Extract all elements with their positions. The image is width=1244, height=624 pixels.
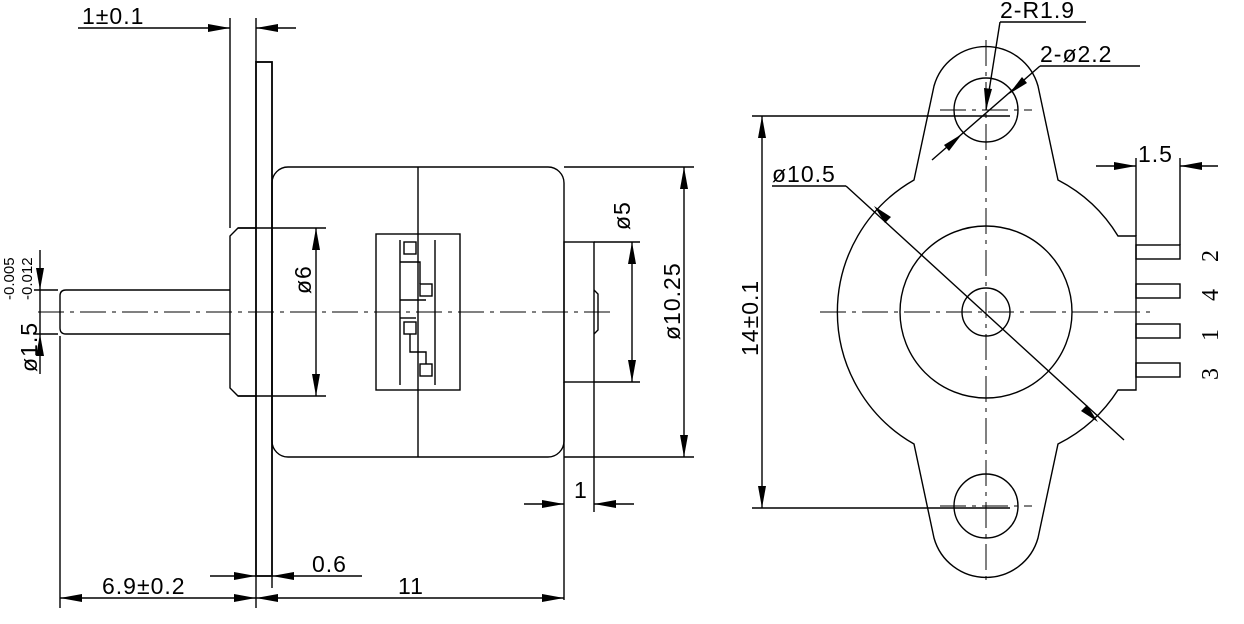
front-outline (836, 45, 1137, 579)
shaft-tol-upper-label: -0.005 (1, 257, 18, 300)
pin-label-2: 4 (1198, 289, 1224, 301)
body-length-label: 11 (398, 573, 424, 599)
front-view: 2 4 1 3 2-R1.9 2-ø2.2 ø1 (737, 0, 1224, 580)
dim-flange-thickness: 1±0.1 (78, 3, 296, 228)
shaft-diameter-label: ø1.5 (16, 322, 42, 372)
dim-body-length: 11 (256, 573, 564, 602)
rear-boss-diameter-label: ø5 (609, 201, 635, 230)
dim-shaft-length: 6.9±0.2 (59, 336, 256, 608)
pin-label-4: 3 (1198, 368, 1224, 380)
dim-rear-boss-diameter: ø5 (594, 201, 640, 383)
rear-boss-length-label: 1 (574, 477, 588, 503)
boss-diameter-label: ø6 (290, 265, 316, 294)
mount-holes-label: 2-ø2.2 (1040, 41, 1112, 67)
front-body-diameter-label: ø10.5 (772, 161, 836, 187)
shaft-tol-lower-label: -0.012 (19, 257, 36, 300)
dim-front-body-diameter: ø10.5 (772, 161, 1125, 441)
dim-boss-diameter: ø6 (238, 227, 326, 397)
mount-radius-label: 2-R1.9 (1000, 0, 1075, 23)
dim-mount-holes: 2-ø2.2 (931, 41, 1140, 161)
side-view: 1±0.1 ø1.5 -0.005 -0.012 ø6 (1, 3, 694, 608)
connector-pins (1135, 244, 1181, 378)
body-diameter-label: ø10.25 (659, 262, 685, 340)
flange-thickness-label: 1±0.1 (82, 3, 144, 29)
pin-pitch-label: 1.5 (1138, 141, 1173, 167)
pin-label-3: 1 (1198, 329, 1224, 341)
dim-flange-offset: 0.6 (210, 551, 362, 608)
dim-shaft-diameter: ø1.5 -0.005 -0.012 (1, 250, 58, 374)
dim-pin-pitch: 1.5 (1096, 141, 1218, 245)
shaft-length-label: 6.9±0.2 (102, 573, 186, 599)
mounting-flange (255, 61, 273, 577)
dim-overall-height: 14±0.1 (737, 115, 1010, 509)
dim-body-diameter: ø10.25 (564, 166, 694, 458)
pin-label-1: 2 (1198, 250, 1224, 262)
flange-offset-label: 0.6 (312, 551, 347, 577)
dim-mount-radius: 2-R1.9 (984, 0, 1086, 111)
dim-rear-boss-length: 1 (524, 382, 634, 600)
overall-height-label: 14±0.1 (737, 280, 763, 356)
